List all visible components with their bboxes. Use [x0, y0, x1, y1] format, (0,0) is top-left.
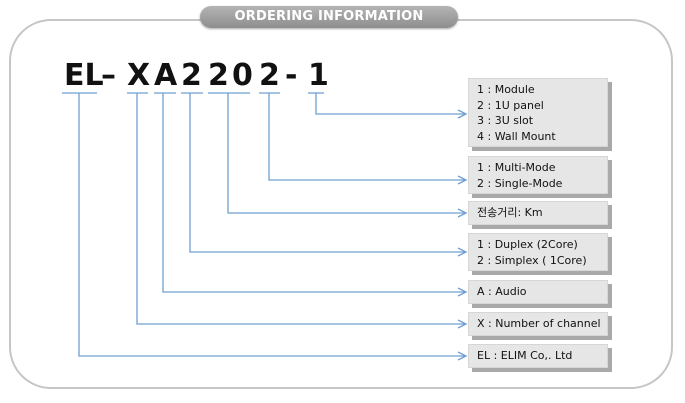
- leader-distance: [227, 93, 465, 214]
- code-audio-a: A: [154, 58, 178, 93]
- channel-label: X : Number of channel: [477, 317, 601, 330]
- code-prefix-el: EL: [64, 58, 104, 93]
- code-dash-2: -: [285, 58, 298, 93]
- box-distance: 전송거리: Km: [468, 201, 608, 225]
- box-type: 1 : Module 2 : 1U panel 3 : 3U slot 4 : …: [468, 78, 608, 147]
- arrowhead-company: [457, 351, 468, 361]
- box-company: EL : ELIM Co,. Ltd: [468, 344, 608, 368]
- arrowhead-channel: [457, 319, 468, 329]
- code-core-digit: 2: [181, 58, 202, 93]
- box-channel: X : Number of channel: [468, 312, 608, 336]
- distance-label: 전송거리: Km: [477, 206, 543, 219]
- section-title: ORDERING INFORMATION: [200, 6, 458, 28]
- code-distance-digit-1: 2: [208, 58, 229, 93]
- code-type-digit: 1: [308, 58, 329, 93]
- leader-type: [315, 93, 465, 115]
- type-option-3: 3 : 3U slot: [477, 114, 534, 127]
- core-option-2: 2 : Simplex ( 1Core): [477, 253, 587, 267]
- box-core: 1 : Duplex (2Core) 2 : Simplex ( 1Core): [468, 233, 608, 271]
- type-option-4: 4 : Wall Mount: [477, 129, 556, 143]
- arrowhead-type: [457, 109, 468, 119]
- box-audio: A : Audio: [468, 280, 608, 304]
- arrowhead-audio: [457, 287, 468, 297]
- arrowhead-distance: [457, 208, 468, 218]
- arrowhead-mode: [457, 175, 468, 185]
- leader-audio: [162, 93, 465, 293]
- code-mode-digit: 2: [259, 58, 280, 93]
- code-distance-digit-2: 0: [232, 58, 253, 93]
- audio-label: A : Audio: [477, 285, 527, 298]
- leader-core: [189, 93, 465, 253]
- mode-option-1: 1 : Multi-Mode: [477, 161, 556, 174]
- box-mode: 1 : Multi-Mode 2 : Single-Mode: [468, 156, 608, 194]
- core-option-1: 1 : Duplex (2Core): [477, 238, 578, 251]
- leader-channel: [136, 93, 465, 325]
- type-option-2: 2 : 1U panel: [477, 98, 544, 112]
- code-channel-x: X: [127, 58, 151, 93]
- arrowhead-core: [457, 247, 468, 257]
- type-option-1: 1 : Module: [477, 83, 535, 96]
- company-label: EL : ELIM Co,. Ltd: [477, 349, 573, 362]
- leader-mode: [268, 93, 465, 181]
- leader-company: [78, 93, 465, 357]
- code-dash-1: –: [101, 58, 116, 93]
- mode-option-2: 2 : Single-Mode: [477, 176, 563, 190]
